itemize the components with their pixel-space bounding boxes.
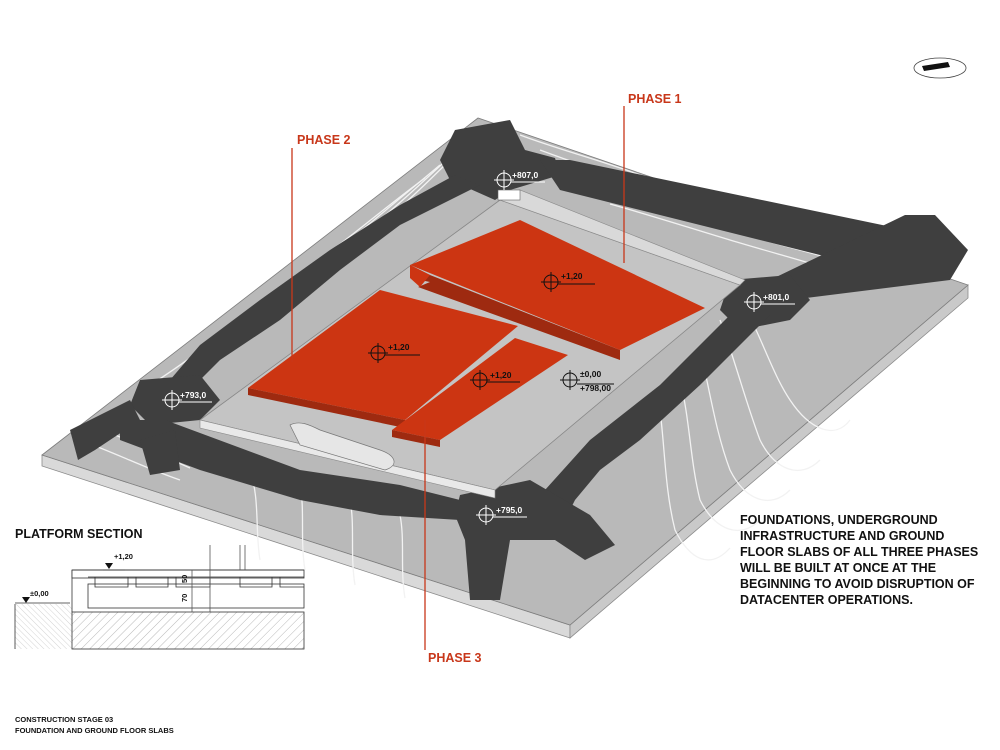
elevation-platform-zero: ±0,00 (580, 369, 602, 379)
footer-subtitle: FOUNDATION AND GROUND FLOOR SLABS (15, 726, 174, 735)
road-network (70, 120, 968, 600)
section-ground-level: ±0,00 (30, 589, 49, 598)
elevation-platform-absolute: +798,00 (580, 383, 611, 393)
elevation-marker-icons (162, 170, 795, 525)
elevation-top: +807,0 (512, 170, 539, 180)
slab-phase-2 (248, 290, 518, 428)
footer-stage: CONSTRUCTION STAGE 03 (15, 715, 114, 724)
north-arrow-icon (913, 57, 967, 79)
section-dim-50: 50 (180, 574, 189, 583)
elevation-right: +801,0 (763, 292, 790, 302)
elevation-slab-phase-3: +1,20 (490, 370, 512, 380)
phase-3-label: PHASE 3 (428, 651, 482, 665)
elevation-bottom: +795,0 (496, 505, 523, 515)
elevation-slab-phase-2: +1,20 (388, 342, 410, 352)
phase-2-label: PHASE 2 (297, 133, 351, 147)
section-top-level: +1,20 (114, 552, 133, 561)
platform-top-notch (497, 189, 521, 201)
elevation-slab-phase-1: +1,20 (561, 271, 583, 281)
construction-note: FOUNDATIONS, UNDERGROUND INFRASTRUCTURE … (740, 513, 979, 607)
platform-section-drawing (14, 545, 305, 650)
section-dim-70: 70 (180, 593, 189, 602)
platform-section-title: PLATFORM SECTION (15, 527, 143, 541)
phase-1-label: PHASE 1 (628, 92, 682, 106)
elevation-left: +793,0 (180, 390, 207, 400)
platform-ramp (289, 422, 395, 471)
